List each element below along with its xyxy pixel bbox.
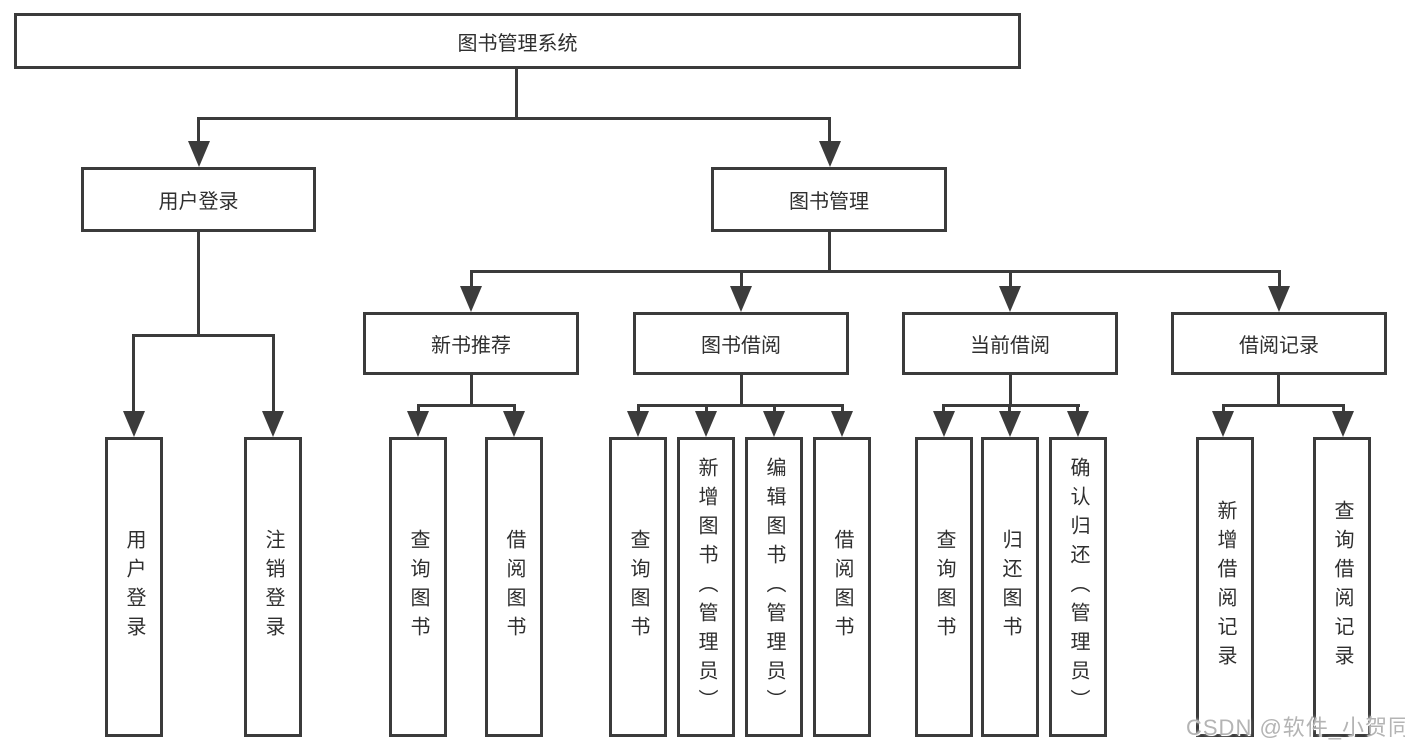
csdn-watermark: CSDN @软件_小贺同学 — [1186, 715, 1405, 740]
connector-line — [1278, 270, 1281, 288]
node-book-borrowing: 图书借阅 — [633, 312, 849, 375]
arrow-down-icon — [695, 411, 717, 437]
connector-line — [132, 334, 275, 337]
connector-line — [1222, 404, 1345, 407]
connector-line — [132, 334, 135, 413]
node-edit-book-admin: 编辑图书（管理员） — [745, 437, 803, 737]
arrow-down-icon — [999, 286, 1021, 312]
connector-line — [1008, 404, 1011, 414]
connector-line — [1277, 375, 1280, 407]
arrow-down-icon — [819, 141, 841, 167]
node-query-borrow-record: 查询借阅记录 — [1313, 437, 1371, 737]
arrow-down-icon — [123, 411, 145, 437]
arrow-down-icon — [262, 411, 284, 437]
node-query-books-recommend: 查询图书 — [389, 437, 447, 737]
arrow-down-icon — [188, 141, 210, 167]
connector-line — [417, 404, 420, 414]
connector-line — [942, 404, 945, 414]
connector-line — [637, 404, 844, 407]
connector-line — [1342, 404, 1345, 414]
connector-line — [828, 232, 831, 273]
arrow-down-icon — [730, 286, 752, 312]
connector-line — [740, 270, 743, 288]
node-query-books-borrow: 查询图书 — [609, 437, 667, 737]
node-current-borrowing: 当前借阅 — [902, 312, 1118, 375]
connector-line — [470, 270, 1281, 273]
node-system-root: 图书管理系统 — [14, 13, 1021, 69]
arrow-down-icon — [627, 411, 649, 437]
connector-line — [197, 232, 200, 337]
connector-line — [705, 404, 708, 414]
arrow-down-icon — [407, 411, 429, 437]
connector-line — [740, 375, 743, 407]
connector-line — [1009, 270, 1012, 288]
connector-line — [197, 117, 200, 144]
arrow-down-icon — [1067, 411, 1089, 437]
connector-line — [1222, 404, 1225, 414]
arrow-down-icon — [1332, 411, 1354, 437]
node-borrow-books-leaf: 借阅图书 — [813, 437, 871, 737]
arrow-down-icon — [503, 411, 525, 437]
node-confirm-return-admin: 确认归还（管理员） — [1049, 437, 1107, 737]
connector-line — [637, 404, 640, 414]
arrow-down-icon — [831, 411, 853, 437]
arrow-down-icon — [933, 411, 955, 437]
connector-line — [942, 404, 1080, 407]
node-query-books-current: 查询图书 — [915, 437, 973, 737]
connector-line — [470, 270, 473, 288]
node-add-book-admin: 新增图书（管理员） — [677, 437, 735, 737]
connector-line — [272, 334, 275, 413]
node-borrow-books-recommend: 借阅图书 — [485, 437, 543, 737]
node-add-borrow-record: 新增借阅记录 — [1196, 437, 1254, 737]
node-book-management: 图书管理 — [711, 167, 947, 232]
arrow-down-icon — [763, 411, 785, 437]
connector-line — [828, 117, 831, 144]
connector-line — [515, 69, 518, 120]
connector-line — [417, 404, 516, 407]
node-new-book-recommendation: 新书推荐 — [363, 312, 579, 375]
node-return-books: 归还图书 — [981, 437, 1039, 737]
connector-line — [1076, 404, 1079, 414]
arrow-down-icon — [1212, 411, 1234, 437]
node-borrowing-records: 借阅记录 — [1171, 312, 1387, 375]
node-logout: 注销登录 — [244, 437, 302, 737]
arrow-down-icon — [999, 411, 1021, 437]
connector-line — [1009, 375, 1012, 407]
connector-line — [513, 404, 516, 414]
node-user-login: 用户登录 — [81, 167, 316, 232]
connector-line — [197, 117, 831, 120]
connector-line — [841, 404, 844, 414]
connector-line — [470, 375, 473, 407]
connector-line — [773, 404, 776, 414]
node-user-login-leaf: 用户登录 — [105, 437, 163, 737]
arrow-down-icon — [1268, 286, 1290, 312]
arrow-down-icon — [460, 286, 482, 312]
